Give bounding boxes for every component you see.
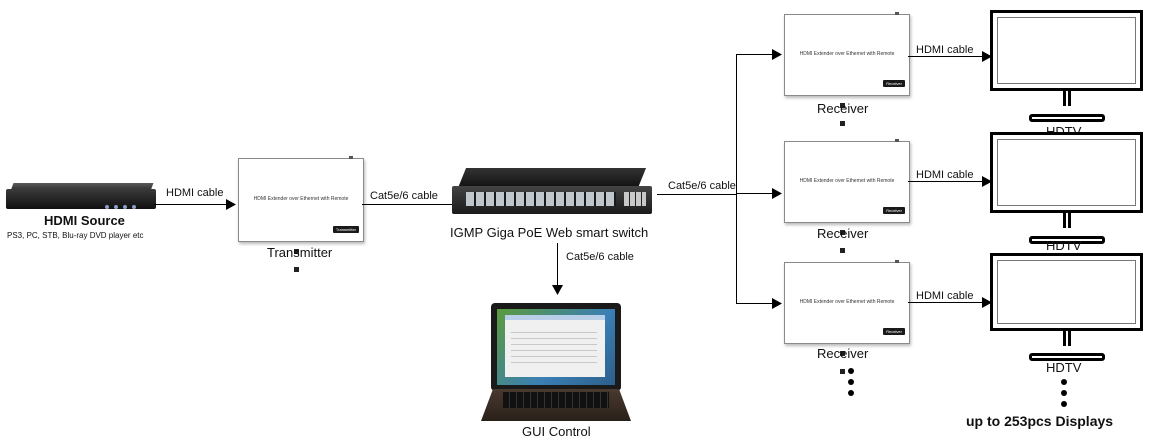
arrow-source-to-transmitter (154, 204, 230, 205)
transmitter-box: HDMI Extender over Ethernet with Remote … (238, 156, 364, 272)
hdmi-cable-label-3: HDMI cable (916, 169, 974, 181)
arrowhead-icon (772, 188, 782, 199)
hdmi-source-sublabel: PS3, PC, STB, Blu-ray DVD player etc (7, 231, 144, 240)
transmitter-tag: Transmitter (332, 226, 359, 233)
line-transmitter-to-switch (362, 204, 453, 205)
hdtv-monitor-3 (990, 253, 1143, 361)
hdtv-label-3: HDTV (1046, 360, 1082, 375)
hdtv-more-dots (1061, 379, 1069, 412)
arrow-receiver-to-hdtv-1 (908, 56, 984, 57)
arrowhead-icon (982, 176, 992, 187)
receiver-label-2: Receiver (817, 226, 869, 241)
receiver-box-3: HDMI Extender over Ethernet with Remote … (784, 260, 910, 374)
receiver-more-dots (848, 368, 856, 401)
cat-cable-label-2: Cat5e/6 cable (668, 180, 736, 192)
network-switch (452, 168, 657, 214)
switch-label: IGMP Giga PoE Web smart switch (450, 225, 649, 240)
cat-cable-label-1: Cat5e/6 cable (370, 190, 438, 202)
receiver-box-text-1: HDMI Extender over Ethernet with Remote (799, 51, 895, 57)
arrowhead-icon (772, 49, 782, 60)
arrowhead-icon (772, 298, 782, 309)
receiver-box-text-3: HDMI Extender over Ethernet with Remote (799, 299, 895, 305)
arrow-receiver-to-hdtv-2 (908, 181, 984, 182)
gui-control-label: GUI Control (522, 424, 591, 439)
cat-cable-label-3: Cat5e/6 cable (566, 251, 634, 263)
hdmi-source-device (6, 183, 156, 211)
hdmi-cable-label-1: HDMI cable (166, 187, 224, 199)
arrowhead-icon (982, 297, 992, 308)
receiver-tag-3: Receiver (883, 328, 905, 335)
arrow-branch-to-receiver-1 (736, 54, 774, 55)
receiver-box-2: HDMI Extender over Ethernet with Remote … (784, 139, 910, 253)
line-switch-to-branch (657, 194, 736, 195)
branch-vertical-line (736, 54, 737, 303)
laptop-gui (481, 303, 631, 421)
max-displays-label: up to 253pcs Displays (966, 413, 1114, 429)
receiver-tag-1: Receiver (883, 80, 905, 87)
receiver-label-1: Receiver (817, 101, 869, 116)
receiver-label-3: Receiver (817, 346, 869, 361)
transmitter-box-text: HDMI Extender over Ethernet with Remote (253, 195, 349, 202)
arrowhead-icon (982, 51, 992, 62)
receiver-tag-2: Receiver (883, 207, 905, 214)
arrow-switch-to-laptop (557, 243, 558, 289)
hdtv-monitor-2 (990, 132, 1143, 244)
hdtv-label-2: HDTV (1046, 238, 1082, 253)
arrowhead-icon (226, 199, 236, 210)
hdmi-cable-label-2: HDMI cable (916, 44, 974, 56)
receiver-box-text-2: HDMI Extender over Ethernet with Remote (799, 178, 895, 184)
arrowhead-icon (552, 285, 563, 295)
receiver-box-1: HDMI Extender over Ethernet with Remote … (784, 12, 910, 126)
arrow-receiver-to-hdtv-3 (908, 302, 984, 303)
arrow-branch-to-receiver-3 (736, 303, 774, 304)
arrow-branch-to-receiver-2 (736, 193, 774, 194)
hdtv-monitor-1 (990, 10, 1143, 122)
transmitter-label: Transmitter (267, 245, 333, 260)
hdmi-source-label: HDMI Source (44, 213, 125, 228)
hdmi-cable-label-4: HDMI cable (916, 290, 974, 302)
